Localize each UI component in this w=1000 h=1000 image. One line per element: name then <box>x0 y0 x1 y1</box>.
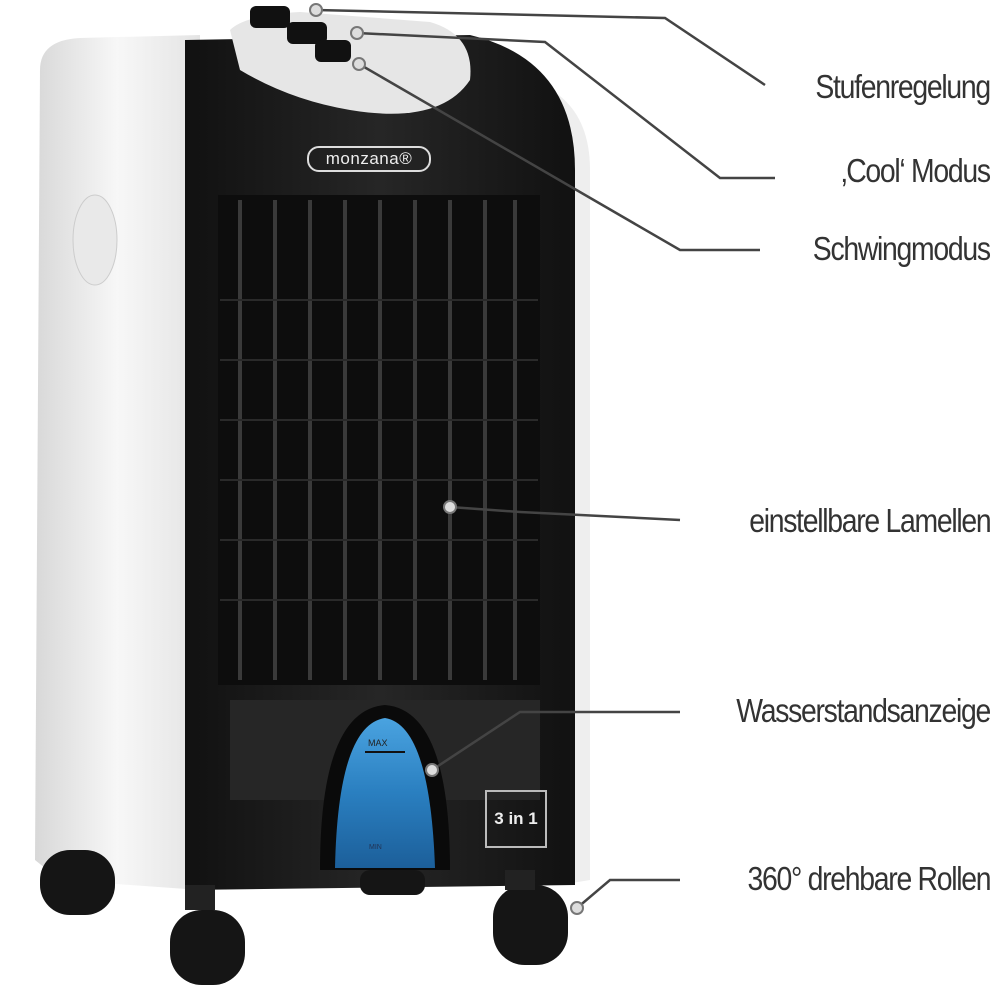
side-panel <box>35 35 200 890</box>
callout-dots <box>309 3 584 915</box>
tank-max-mark: MAX <box>368 738 388 748</box>
knob-swing <box>315 40 351 62</box>
label-stufenregelung: Stufenregelung <box>815 68 992 105</box>
knob-speed <box>250 6 290 28</box>
label-cool-modus: ‚Cool‘ Modus <box>841 152 991 189</box>
tank-min-mark: MIN <box>369 844 382 851</box>
label-lamellen: einstellbare Lamellen <box>748 502 991 539</box>
water-level-indicator <box>335 718 435 868</box>
3in1-badge: 3 in 1 <box>485 790 547 848</box>
label-wasserstandsanzeige: Wasserstandsanzeige <box>736 692 991 729</box>
knob-cool <box>287 22 327 44</box>
leader-lines <box>315 8 775 909</box>
label-schwingmodus: Schwingmodus <box>813 230 991 267</box>
brand-logo: monzana® <box>307 146 431 172</box>
side-handle <box>72 194 118 286</box>
wheels <box>40 850 568 985</box>
label-rollen: 360° drehbare Rollen <box>747 860 991 897</box>
